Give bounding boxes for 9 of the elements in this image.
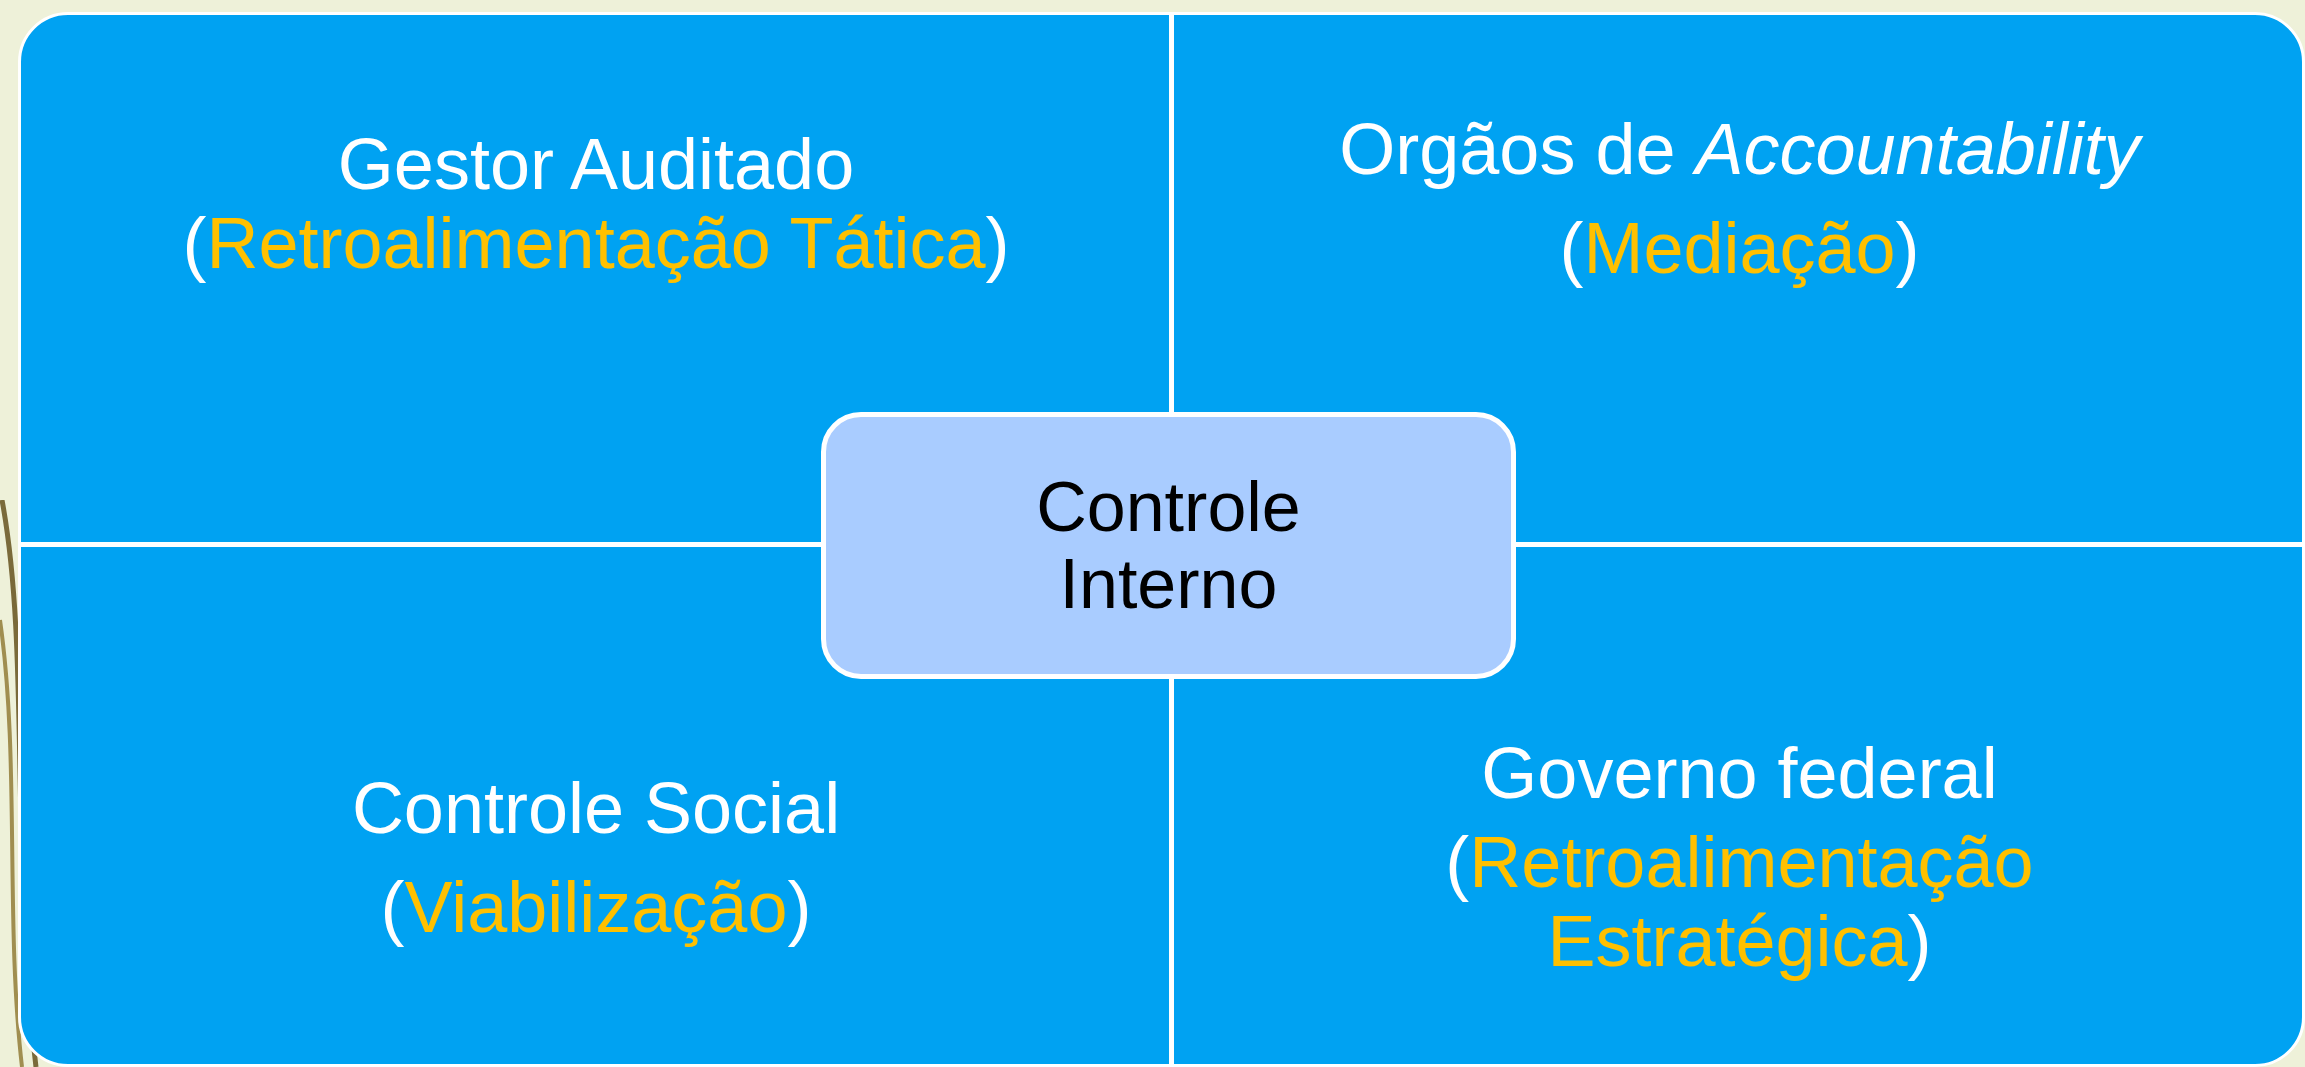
center-box	[821, 412, 1516, 679]
quadrant-subtitle: (Retroalimentação Estratégica)	[1444, 823, 2035, 982]
quadrant-subtitle: (Mediação)	[1559, 209, 1920, 289]
quadrant-heading: Governo federal	[1481, 734, 1998, 814]
quadrant-subtitle: (Viabilização)	[380, 868, 812, 948]
quadrant-subtitle: (Retroalimentação Tática)	[182, 204, 1010, 284]
quadrant-heading: Controle Social	[351, 769, 841, 849]
center-label: Controle Interno	[1035, 468, 1302, 623]
quadrant-heading: Gestor Auditado	[337, 125, 855, 205]
